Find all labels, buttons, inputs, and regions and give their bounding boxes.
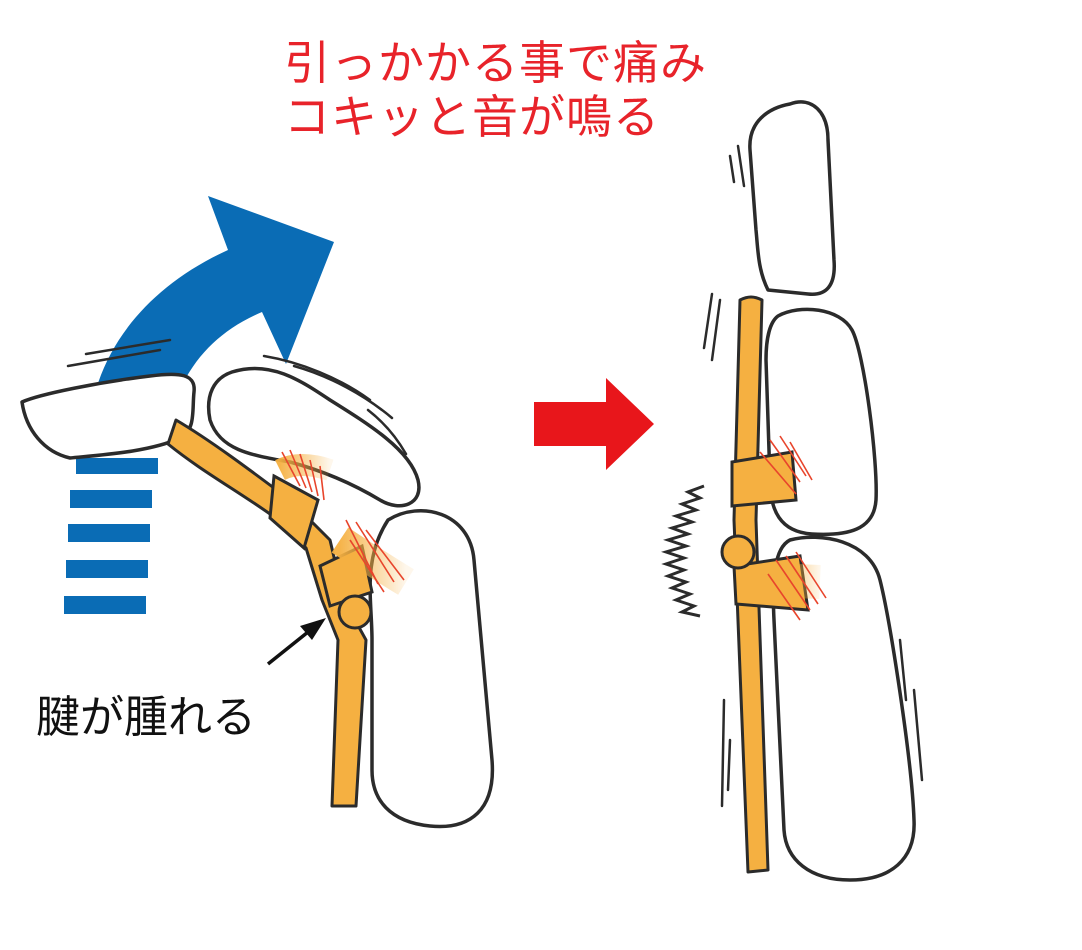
right-motion-lines <box>702 144 924 808</box>
pain-caption-line1: 引っかかる事で痛み <box>284 36 707 90</box>
snap-sound-icon <box>661 484 705 618</box>
left-proximal-bone <box>207 366 421 508</box>
transition-arrow-icon <box>534 378 654 470</box>
left-flexor-tendon <box>166 418 368 808</box>
right-proximal-bone <box>771 535 916 882</box>
left-pulley-fibers <box>275 449 414 595</box>
pointer-arrow-icon <box>266 618 326 666</box>
flex-arrow-dashes <box>64 458 158 614</box>
pain-caption: 引っかかる事で痛み コキッと音が鳴る <box>284 36 707 144</box>
right-pulley-fibers <box>759 435 827 621</box>
left-swollen-nodule <box>337 594 373 630</box>
right-distal-bone <box>748 100 836 296</box>
swelling-caption: 腱が腫れる <box>36 692 256 743</box>
pain-caption-line2: コキッと音が鳴る <box>284 90 660 144</box>
right-nodule <box>720 534 756 570</box>
right-straight-finger <box>661 100 924 882</box>
left-pulley-upper <box>268 473 320 551</box>
left-distal-bone <box>20 372 196 460</box>
left-motion-lines <box>66 338 408 456</box>
left-bent-finger <box>20 196 495 829</box>
